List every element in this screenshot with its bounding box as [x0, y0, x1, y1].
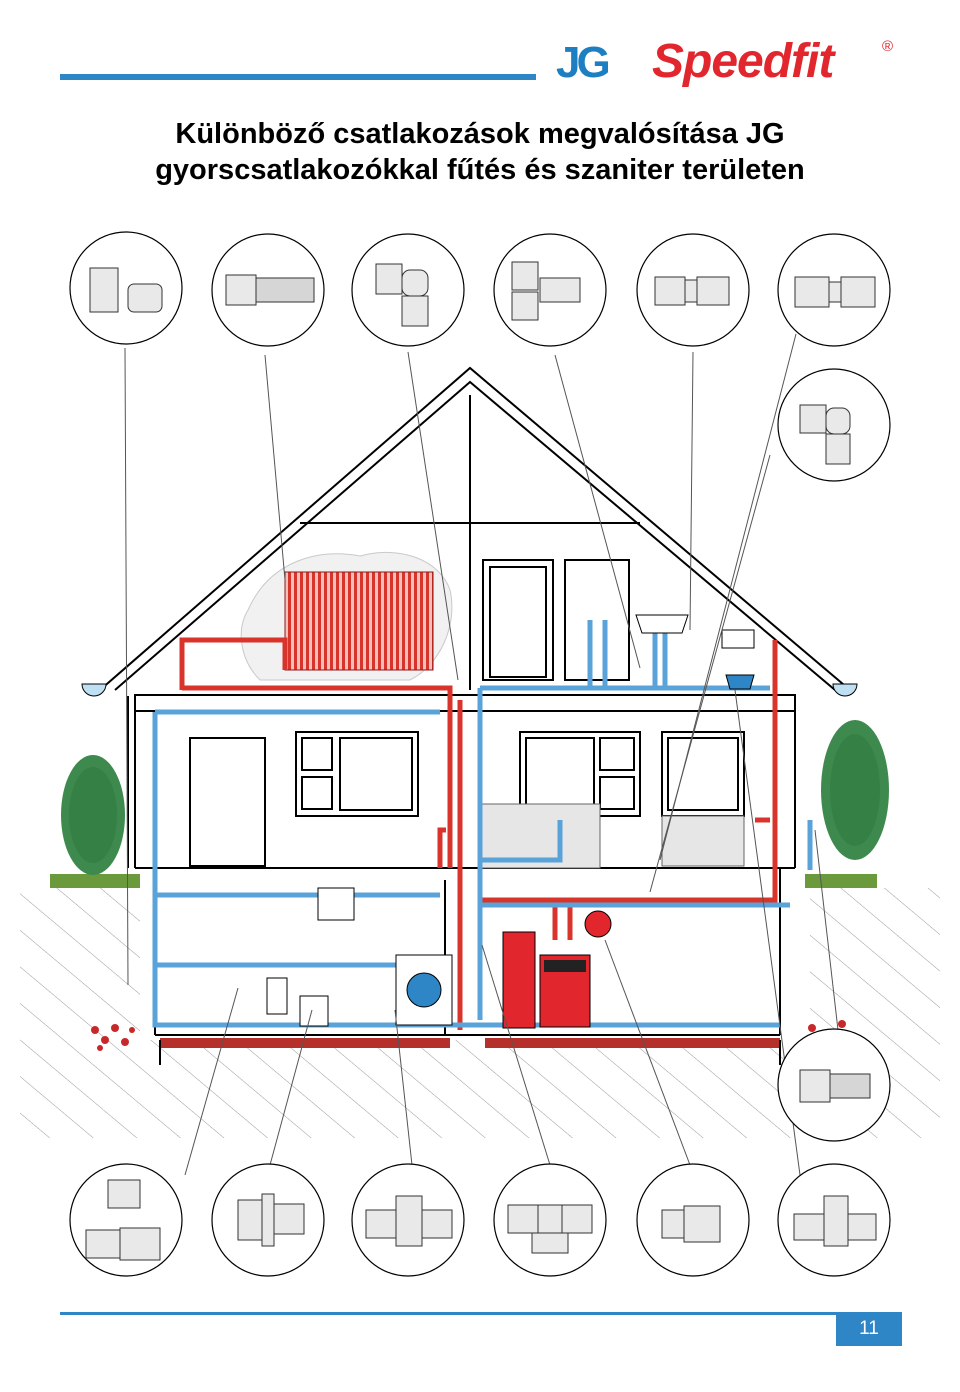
hot-water-cylinder — [502, 931, 536, 1029]
washing-machine-door — [406, 972, 442, 1008]
toilet-bowl — [725, 674, 755, 690]
logo-mark: JG — [556, 38, 611, 87]
wall-plate-elbow-fitting-icon — [69, 231, 183, 345]
page-number: 11 — [836, 1312, 902, 1346]
toilet-cistern — [721, 629, 755, 649]
tree-left — [61, 755, 125, 875]
kitchen-counter — [477, 803, 601, 869]
page-title: Különböző csatlakozások megvalósítása JG… — [100, 116, 860, 188]
foundation-gravel-right — [485, 1038, 780, 1048]
jg-speedfit-logo: JG Speedfit ® — [556, 34, 906, 94]
basement-unit — [299, 995, 329, 1027]
title-line-1: Különböző csatlakozások megvalósítása JG — [175, 118, 785, 150]
house-plumbing-illustration — [20, 231, 940, 1277]
lawn-right — [805, 874, 877, 888]
windows — [189, 731, 745, 867]
kitchen-radiator — [661, 815, 745, 867]
expansion-vessel — [584, 910, 612, 938]
attic-sink — [635, 614, 689, 634]
registered-mark: ® — [882, 38, 894, 55]
title-line-2: gyorscsatlakozókkal fűtés és szaniter te… — [155, 154, 805, 186]
logo-brand-name: Speedfit — [652, 35, 834, 88]
heating-controller — [317, 887, 355, 921]
attic-radiator — [284, 571, 434, 671]
foundation-gravel-left — [160, 1038, 450, 1048]
tree-right — [821, 720, 889, 860]
boiler-panel — [544, 960, 586, 972]
gutter-left — [81, 683, 107, 697]
footer-rule — [60, 1312, 836, 1315]
header-rule — [60, 74, 536, 80]
gutter-right — [832, 683, 858, 697]
attic-elements — [482, 559, 630, 681]
water-filter — [266, 977, 288, 1015]
fitting-drawings — [85, 261, 877, 1261]
house-outline — [99, 366, 851, 1065]
lawn-left — [50, 874, 140, 888]
